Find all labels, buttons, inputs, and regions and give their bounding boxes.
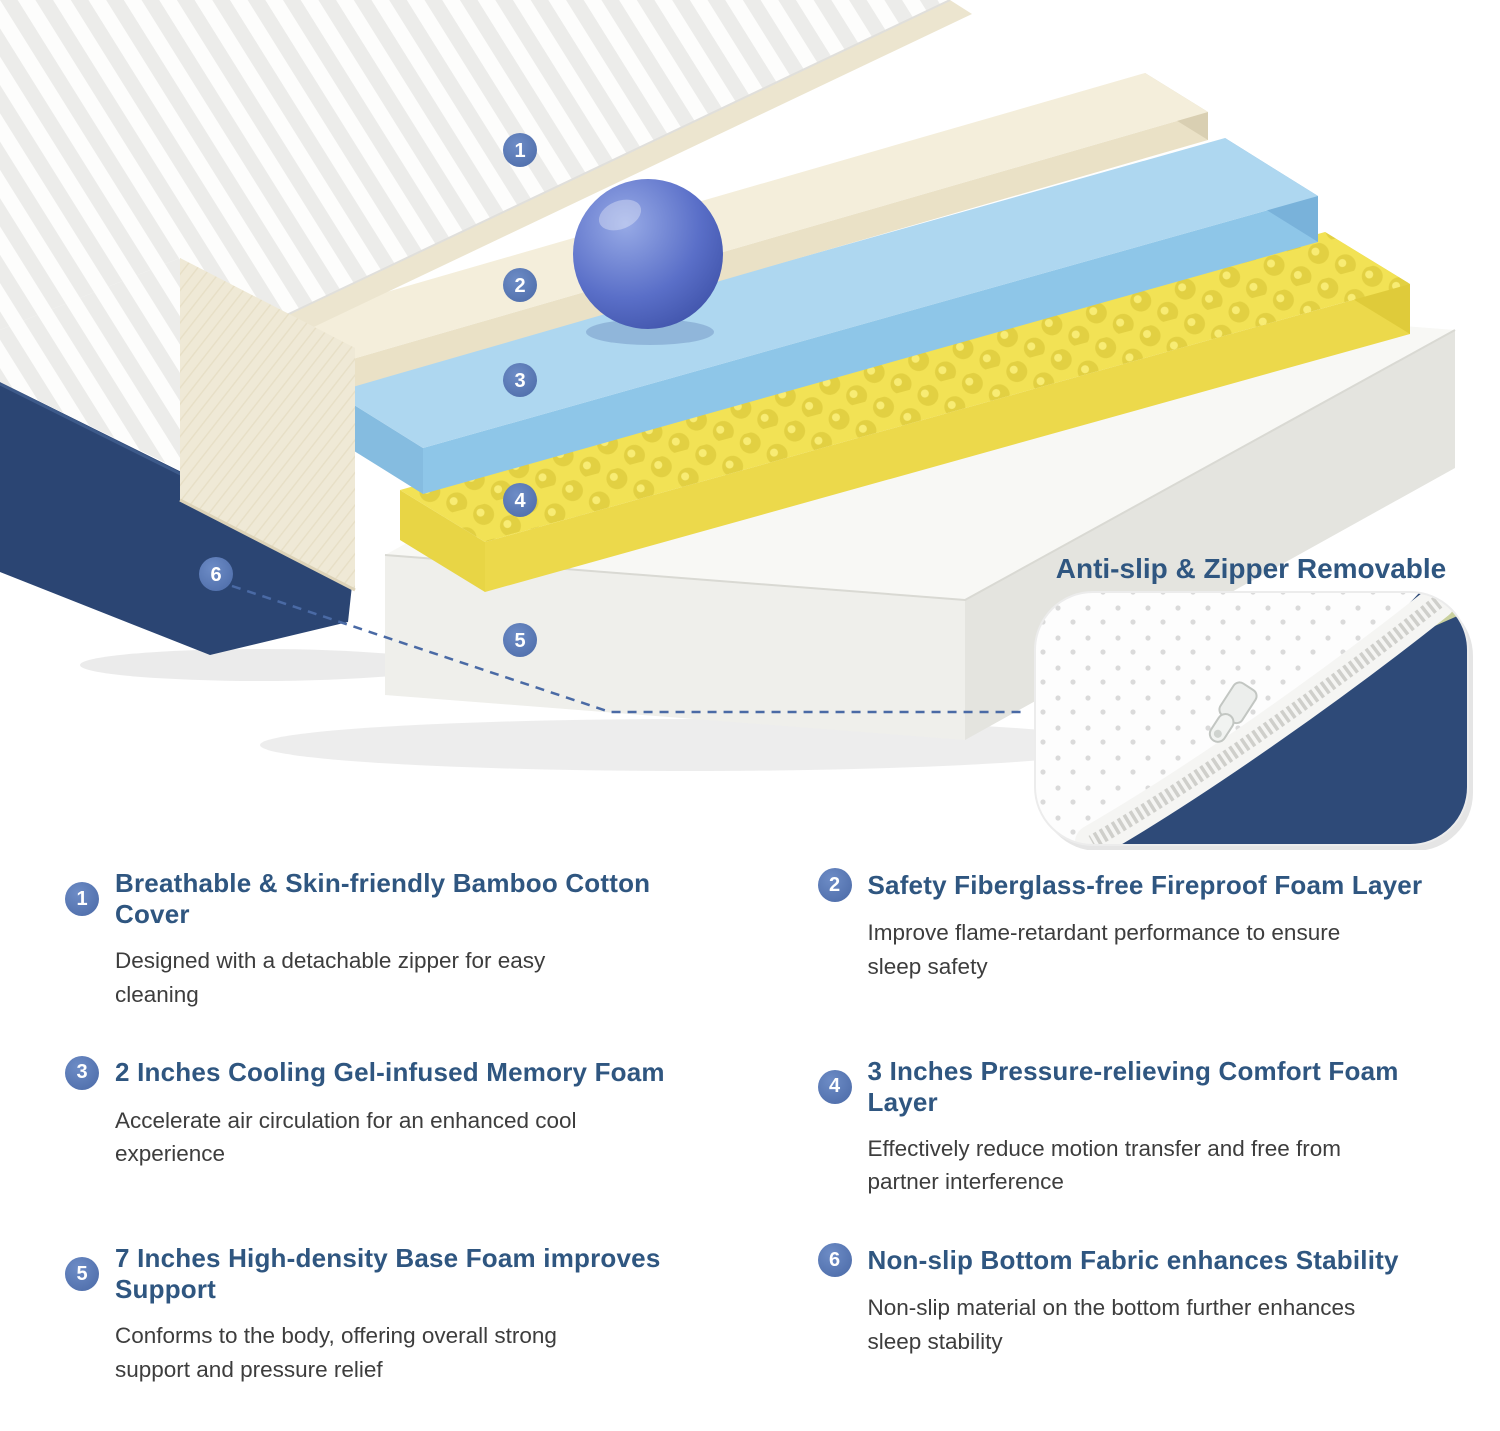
svg-text:5: 5 (514, 630, 525, 652)
feature-number-badge: 5 (65, 1257, 99, 1291)
feature-item-3: 3 2 Inches Cooling Gel-infused Memory Fo… (65, 1055, 708, 1200)
bamboo-cover-layer (0, 0, 951, 331)
feature-item-5: 5 7 Inches High-density Base Foam improv… (65, 1243, 708, 1387)
svg-text:1: 1 (514, 140, 525, 162)
feature-item-6: 6 Non-slip Bottom Fabric enhances Stabil… (817, 1243, 1461, 1387)
cover-side-panel (179, 258, 356, 592)
features-section: 1 Breathable & Skin-friendly Bamboo Cott… (0, 850, 1500, 1431)
mattress-left-side (0, 258, 180, 470)
zipper-inset: Anti-slip & Zipper Removable (1034, 553, 1473, 850)
layer-marker-2: 2 (503, 268, 537, 302)
feature-item-1: 1 Breathable & Skin-friendly Bamboo Cott… (65, 868, 708, 1012)
layer-marker-4: 4 (503, 483, 537, 517)
callout-dashed-line (231, 584, 1022, 714)
inset-title: Anti-slip & Zipper Removable (1056, 553, 1447, 584)
pressure-ball (573, 179, 723, 329)
feature-description: Effectively reduce motion transfer and f… (867, 1135, 1342, 1195)
ball-shadow (586, 319, 714, 345)
feature-number-badge: 6 (817, 1243, 852, 1277)
layer-marker-5: 5 (503, 623, 537, 657)
svg-text:3: 3 (514, 370, 525, 392)
feature-title: 2 Inches Cooling Gel-infused Memory Foam (115, 1057, 665, 1087)
svg-text:6: 6 (210, 564, 221, 586)
layer-marker-6: 6 (199, 557, 233, 591)
mattress-layers-diagram: 1 2 3 4 5 6 Anti-slip & Zipper Removable (0, 0, 1473, 850)
feature-description: Improve flame-retardant performance to e… (867, 920, 1341, 979)
svg-text:4: 4 (514, 490, 526, 512)
feature-title: 3 Inches Pressure-relieving Comfort Foam… (867, 1055, 1399, 1117)
feature-title: 7 Inches High-density Base Foam improves… (115, 1243, 661, 1304)
feature-title: Safety Fiberglass-free Fireproof Foam La… (867, 869, 1423, 900)
svg-text:2: 2 (514, 275, 525, 297)
inset-zipper-teeth (1088, 596, 1443, 845)
mattress-infographic: 1 2 3 4 5 6 Anti-slip & Zipper Removable (0, 0, 1473, 1382)
feature-number-badge: 1 (65, 882, 99, 916)
gel-memory-foam-layer (330, 138, 1318, 494)
layer-marker-1: 1 (503, 133, 537, 167)
feature-item-4: 4 3 Inches Pressure-relieving Comfort Fo… (817, 1055, 1461, 1200)
comfort-foam-layer (400, 232, 1410, 592)
inset-zipper-slider (1208, 681, 1258, 743)
feature-description: Non-slip material on the bottom further … (867, 1295, 1356, 1354)
feature-number-badge: 2 (817, 868, 852, 902)
feature-number-badge: 3 (65, 1055, 99, 1090)
feature-title: Breathable & Skin-friendly Bamboo Cotton… (115, 868, 651, 929)
feature-item-2: 2 Safety Fiberglass-free Fireproof Foam … (817, 868, 1461, 1012)
layer-marker-3: 3 (503, 363, 537, 397)
cover-fold-band (255, 0, 972, 344)
feature-number-badge: 4 (817, 1069, 852, 1104)
feature-description: Designed with a detachable zipper for ea… (115, 948, 546, 1007)
feature-description: Conforms to the body, offering overall s… (115, 1323, 557, 1382)
feature-title: Non-slip Bottom Fabric enhances Stabilit… (867, 1244, 1399, 1275)
feature-description: Accelerate air circulation for an enhanc… (115, 1107, 577, 1167)
